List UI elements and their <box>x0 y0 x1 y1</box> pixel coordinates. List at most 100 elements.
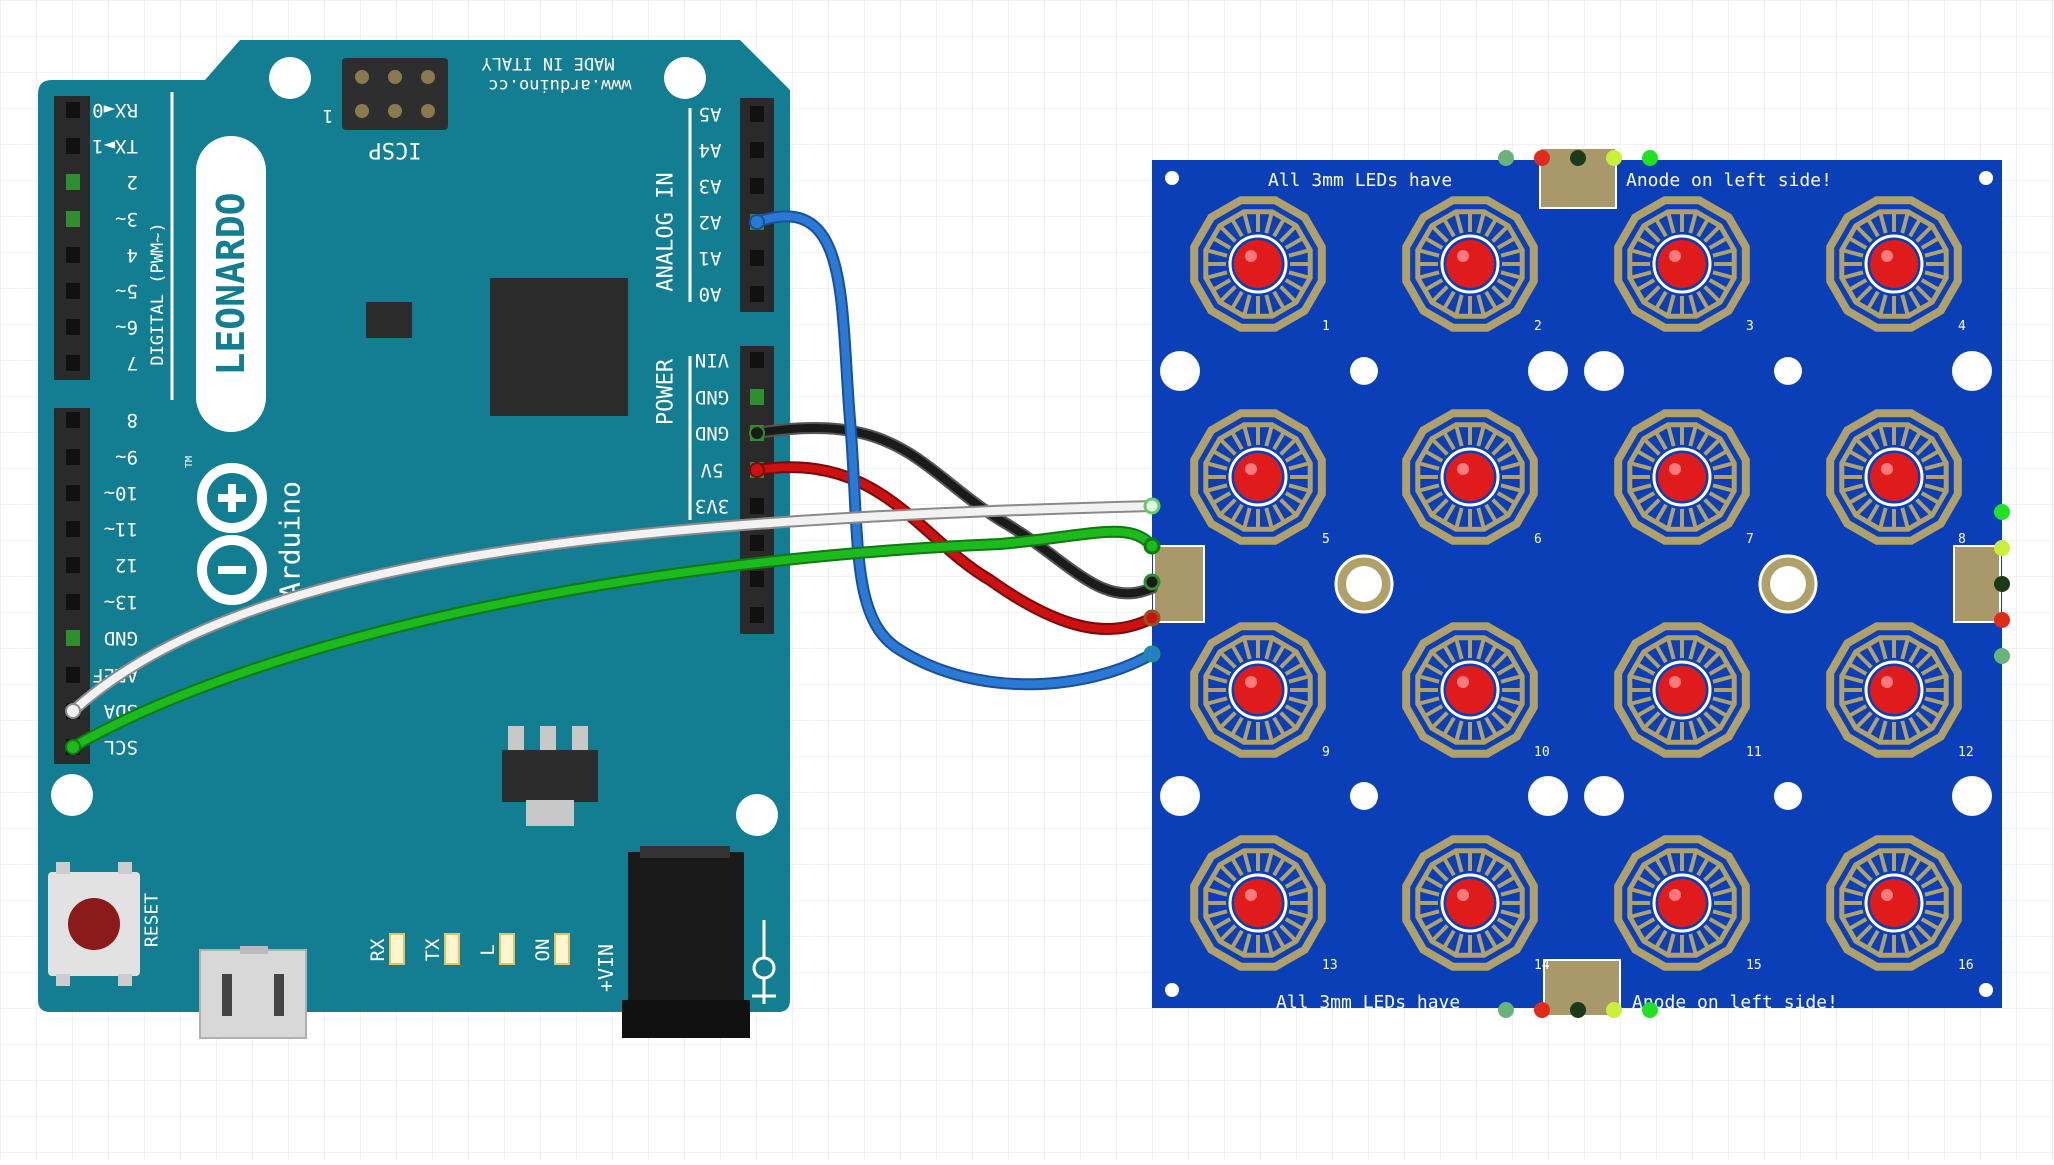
digital-pin-socket[interactable] <box>66 319 80 335</box>
led-cell[interactable]: 8 <box>1826 409 1966 547</box>
a2-wire-endpoint[interactable] <box>1143 645 1161 663</box>
power-pin-socket[interactable] <box>750 535 764 551</box>
digital-pin-socket[interactable] <box>66 412 80 428</box>
led-number: 10 <box>1534 745 1550 760</box>
power-pin-socket[interactable] <box>750 498 764 514</box>
digital-pin-socket[interactable] <box>66 594 80 610</box>
connector-pin[interactable] <box>1642 150 1658 166</box>
analog-pin-label: A2 <box>699 211 722 233</box>
connector-pin[interactable] <box>1994 648 2010 664</box>
5v-wire[interactable] <box>751 461 1158 635</box>
power-pin-socket[interactable] <box>750 389 764 405</box>
led-cell[interactable]: 14 <box>1402 835 1550 973</box>
led-cell[interactable]: 11 <box>1614 622 1762 760</box>
connector-pin[interactable] <box>1570 150 1586 166</box>
analog-pin-label: A1 <box>699 247 722 269</box>
connector-pin[interactable] <box>1994 576 2010 592</box>
gnd-wire-endpoint[interactable] <box>1143 573 1161 591</box>
digital-pin-socket[interactable] <box>66 211 80 227</box>
analog-pin-socket[interactable] <box>750 286 764 302</box>
scl-wire-endpoint[interactable] <box>1143 537 1161 555</box>
led-cell[interactable]: 2 <box>1402 196 1542 334</box>
status-led-label: ON <box>532 939 554 962</box>
led-number: 1 <box>1322 319 1330 334</box>
usb-port[interactable] <box>199 946 307 1039</box>
connector-pin[interactable] <box>1570 1002 1586 1018</box>
connector-pin[interactable] <box>1994 540 2010 556</box>
led-number: 7 <box>1746 532 1754 547</box>
led-cell[interactable]: 4 <box>1826 196 1966 334</box>
power-pin-socket[interactable] <box>750 571 764 587</box>
connector-pin[interactable] <box>1534 150 1550 166</box>
a2-wire-endpoint[interactable] <box>749 214 765 230</box>
connector-pin[interactable] <box>1498 1002 1514 1018</box>
led-cell[interactable]: 9 <box>1190 622 1330 760</box>
connector-pin[interactable] <box>1534 1002 1550 1018</box>
digital-pin-socket[interactable] <box>66 557 80 573</box>
led-highlight <box>1669 463 1681 475</box>
scl-wire-endpoint[interactable] <box>65 739 81 755</box>
sda-wire-endpoint[interactable] <box>1143 497 1161 515</box>
led-cell[interactable]: 3 <box>1614 196 1754 334</box>
led-number: 8 <box>1958 532 1966 547</box>
led-cell[interactable]: 1 <box>1190 196 1330 334</box>
digital-pin-socket[interactable] <box>66 138 80 154</box>
analog-pin-label: A0 <box>699 283 722 305</box>
corner-hole <box>1165 983 1179 997</box>
5v-wire-endpoint[interactable] <box>749 462 765 478</box>
sda-wire-endpoint[interactable] <box>65 703 81 719</box>
digital-pin-socket[interactable] <box>66 521 80 537</box>
connector-pin[interactable] <box>1642 1002 1658 1018</box>
5v-wire-endpoint[interactable] <box>1143 609 1161 627</box>
led-number: 3 <box>1746 319 1754 334</box>
led-cell[interactable]: 15 <box>1614 835 1762 973</box>
led-highlight <box>1669 889 1681 901</box>
led-highlight <box>1245 463 1257 475</box>
connector-pin[interactable] <box>1498 150 1514 166</box>
led-cell[interactable]: 10 <box>1402 622 1550 760</box>
led-cell[interactable]: 6 <box>1402 409 1542 547</box>
led-number: 2 <box>1534 319 1542 334</box>
analog-pin-socket[interactable] <box>750 142 764 158</box>
led-cell[interactable]: 13 <box>1190 835 1338 973</box>
sda-wire[interactable] <box>67 500 1158 717</box>
led-pad-ring <box>1402 622 1538 758</box>
digital-pin-socket[interactable] <box>66 630 80 646</box>
power-jack[interactable] <box>622 846 750 1038</box>
power-pin-socket[interactable] <box>750 352 764 368</box>
led-outline <box>1652 234 1712 294</box>
mounting-hole <box>51 774 93 816</box>
led-pad-ring <box>1402 409 1538 545</box>
led-cell[interactable]: 7 <box>1614 409 1754 547</box>
reset-button[interactable] <box>48 862 140 986</box>
digital-pin-socket[interactable] <box>66 355 80 371</box>
led-cell[interactable]: 16 <box>1826 835 1974 973</box>
analog-pin-socket[interactable] <box>750 106 764 122</box>
led-number: 14 <box>1534 958 1550 973</box>
arduino-leonardo-board[interactable]: ICSP 1 MADE IN ITALY www.arduino.cc LEON… <box>38 40 790 1039</box>
led-pad-ring <box>1826 196 1962 332</box>
power-pin-socket[interactable] <box>750 607 764 623</box>
digital-pin-socket[interactable] <box>66 449 80 465</box>
analog-pin-socket[interactable] <box>750 178 764 194</box>
mounting-hole <box>1528 351 1568 391</box>
led-matrix-board[interactable]: All 3mm LEDs have Anode on left side! Al… <box>1152 147 2010 1018</box>
connector-pin[interactable] <box>1994 504 2010 520</box>
digital-pin-socket[interactable] <box>66 485 80 501</box>
connector-pin[interactable] <box>1606 1002 1622 1018</box>
digital-pin-socket[interactable] <box>66 283 80 299</box>
led-cell[interactable]: 5 <box>1190 409 1330 547</box>
connector-pin[interactable] <box>1606 150 1622 166</box>
led-highlight <box>1245 676 1257 688</box>
led-cell[interactable]: 12 <box>1826 622 1974 760</box>
digital-pin-socket[interactable] <box>66 247 80 263</box>
analog-pin-label: A3 <box>699 175 722 197</box>
digital-pin-label: TX►1 <box>92 135 138 157</box>
gnd-wire-endpoint[interactable] <box>749 425 765 441</box>
digital-pin-socket[interactable] <box>66 102 80 118</box>
digital-pin-socket[interactable] <box>66 174 80 190</box>
connector-pin[interactable] <box>1994 612 2010 628</box>
analog-pin-socket[interactable] <box>750 250 764 266</box>
digital-pin-socket[interactable] <box>66 667 80 683</box>
scl-wire[interactable] <box>67 525 1158 753</box>
